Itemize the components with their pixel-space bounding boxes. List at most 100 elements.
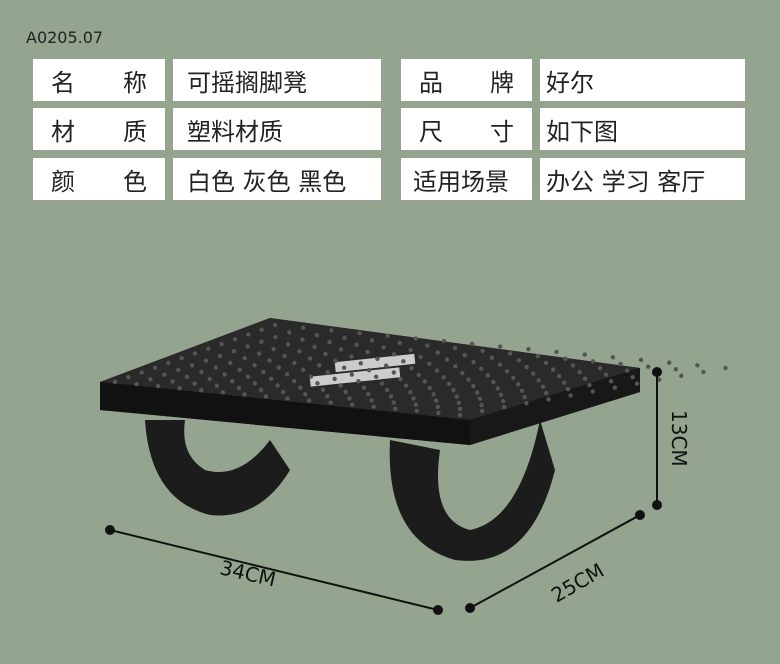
dot [256,351,262,356]
dot [276,365,282,370]
dot [320,387,326,393]
dot [338,383,343,388]
dot [219,341,224,347]
label-char: 称 [123,68,147,97]
dot [582,352,587,357]
dot [273,334,278,340]
dot [656,377,662,382]
dot [436,410,441,416]
dot [285,342,291,347]
dot [192,351,198,356]
dot [252,381,258,386]
dot [495,386,500,391]
dot [361,385,367,390]
dot [261,369,266,375]
dot [471,383,476,389]
dot [312,344,317,350]
stool [100,318,640,561]
dot [471,359,476,365]
spec-label-material: 材质 [33,108,165,150]
dot [515,382,521,387]
dot [271,346,276,352]
width-label: 25CM [547,558,608,607]
dot [333,358,338,364]
dot [556,374,562,379]
dot [546,397,551,402]
dot [453,364,458,369]
spec-value-brand: 好尔 [540,59,745,101]
dot [610,355,616,360]
dot [267,358,272,363]
dot [427,361,432,367]
dot [245,374,251,379]
dot [139,370,144,375]
dot [536,378,541,383]
dot [479,366,484,371]
label-char: 材 [51,117,75,146]
dot [522,394,527,400]
dot [357,330,362,336]
dot [485,373,491,378]
dot [590,389,595,394]
dot [206,346,211,351]
dot [638,357,644,363]
dot [511,375,516,381]
dot [462,352,467,358]
dot [317,363,322,368]
dot [148,377,153,382]
dot [328,400,333,405]
dot [152,365,158,370]
dot [341,365,347,370]
dot [414,408,420,414]
dot [213,365,219,370]
dot [307,356,313,361]
dot [384,387,390,393]
dot [192,381,197,386]
dot [207,376,212,382]
dot [618,361,623,367]
label-char: 品 [419,68,443,97]
dot [673,367,678,372]
dot [155,383,161,389]
dot [369,398,374,403]
dot [427,385,432,391]
dot [469,341,475,347]
dot [398,376,403,382]
dot [287,330,292,335]
dot [460,370,465,376]
dot [245,344,250,349]
dot [457,406,463,412]
dot [112,379,118,385]
height-label: 13CM [667,410,691,467]
dot [408,347,413,353]
dot [162,372,167,377]
dot [306,398,312,403]
dot [222,372,227,377]
dot [624,368,630,373]
dot [347,396,352,401]
dot [292,378,297,384]
dot [435,404,441,410]
label-char: 适用场景 [413,167,509,196]
dot [327,340,332,345]
dot [282,353,287,359]
dot [479,408,485,414]
dot [315,381,320,386]
dot [500,398,506,404]
dot [431,392,436,397]
dot [379,381,385,386]
dot [230,378,235,384]
dot [434,398,439,403]
dot [416,372,421,378]
dot [366,391,371,397]
label-char: 质 [123,117,147,146]
dot [422,379,427,384]
dot [446,381,452,387]
dot [134,381,139,387]
dot [383,363,389,368]
dot [498,344,503,349]
dot [401,359,406,364]
dimension-lines [105,367,662,615]
dot [666,360,672,365]
